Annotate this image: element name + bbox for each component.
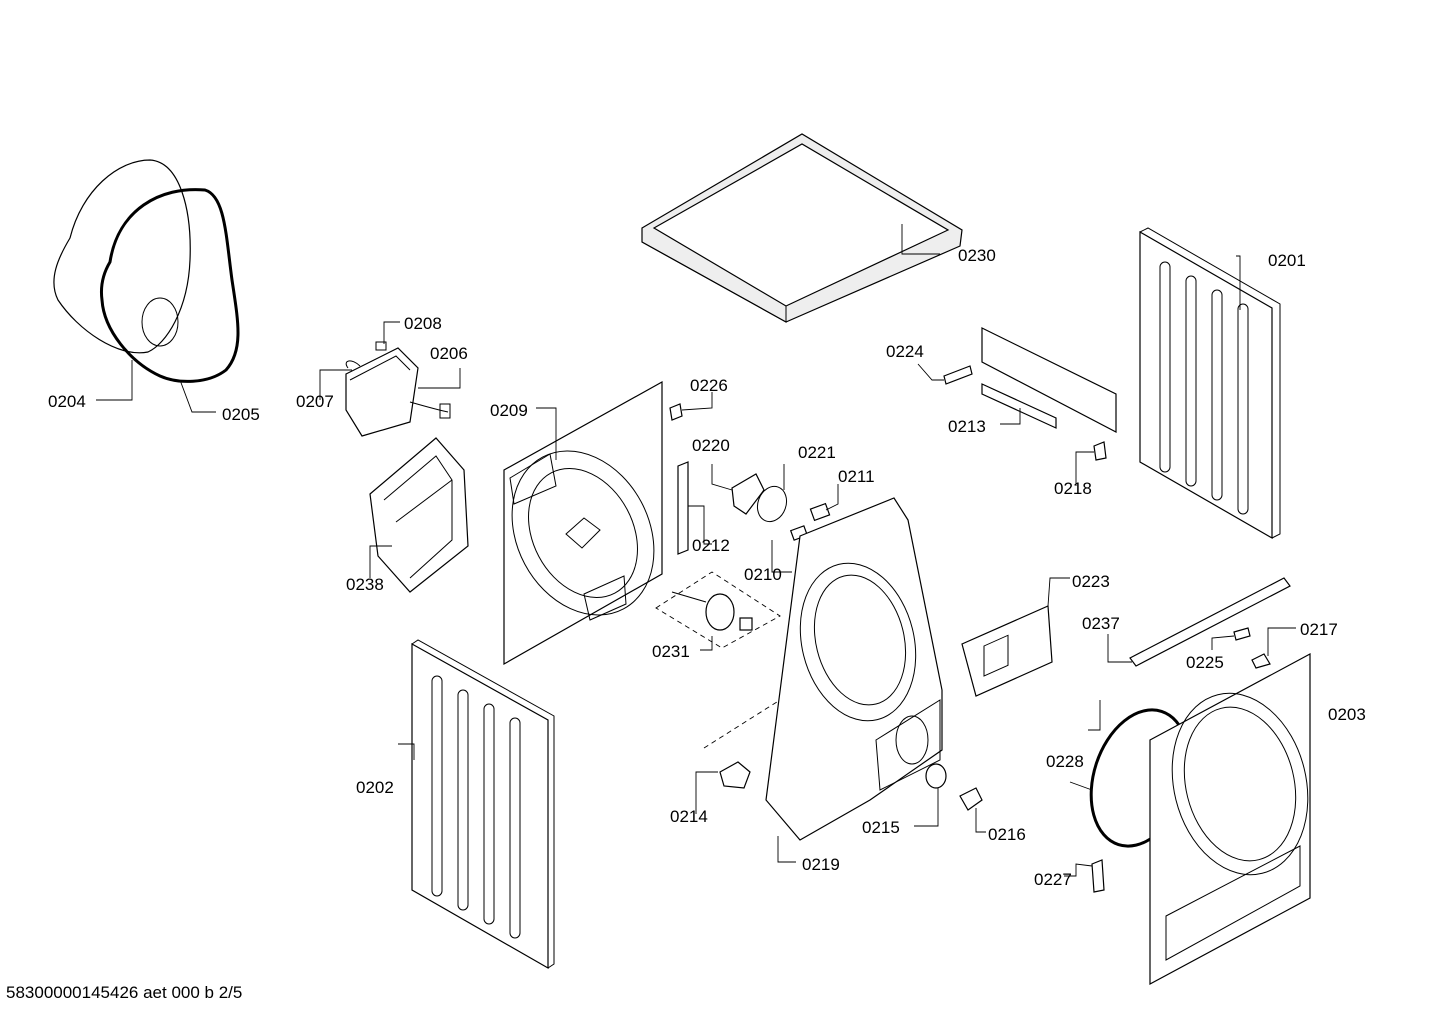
- part-seal: [100, 188, 240, 383]
- label-0217: 0217: [1300, 620, 1338, 639]
- label-0206: 0206: [430, 344, 468, 363]
- label-0210: 0210: [744, 565, 782, 584]
- label-0213: 0213: [948, 417, 986, 436]
- label-0238: 0238: [346, 575, 384, 594]
- label-0224: 0224: [886, 342, 924, 361]
- part-drum-bearing: [53, 159, 191, 354]
- label-0225: 0225: [1186, 653, 1224, 672]
- label-0201: 0201: [1268, 251, 1306, 270]
- label-0231: 0231: [652, 642, 690, 661]
- part-hinge-bracket: [719, 761, 751, 789]
- label-0214: 0214: [670, 807, 708, 826]
- part-air-duct: [369, 437, 469, 593]
- leader-lines: [96, 224, 1296, 877]
- part-rear-panel: [503, 380, 663, 666]
- label-0202: 0202: [356, 778, 394, 797]
- part-side-panel-left: [411, 639, 555, 970]
- label-0211: 0211: [838, 467, 875, 486]
- label-0205: 0205: [222, 405, 260, 424]
- part-filter: [961, 605, 1053, 697]
- part-front-frame: [703, 497, 943, 841]
- label-0207: 0207: [296, 392, 334, 411]
- label-0218: 0218: [1054, 479, 1092, 498]
- part-bracket-strip: [677, 461, 689, 555]
- label-0219: 0219: [802, 855, 840, 874]
- part-gasket: [756, 485, 788, 523]
- part-small-bracket: [1091, 859, 1105, 893]
- label-0215: 0215: [862, 818, 900, 837]
- part-control-panel: [943, 327, 1117, 461]
- document-footer-id: 58300000145426 aet 000 b 2/5: [6, 983, 242, 1002]
- part-small-clip: [1233, 627, 1251, 641]
- part-side-panel-right: [1139, 227, 1281, 540]
- label-0216: 0216: [988, 825, 1026, 844]
- label-0223: 0223: [1072, 572, 1110, 591]
- label-0230: 0230: [958, 246, 996, 265]
- label-0209: 0209: [490, 401, 528, 420]
- part-knob: [925, 763, 947, 789]
- callout-labels: 0201 0202 0203 0204 0205 0206 0207 0208 …: [48, 246, 1366, 889]
- label-0237: 0237: [1082, 614, 1120, 633]
- part-sensor: [809, 502, 831, 522]
- label-0203: 0203: [1328, 705, 1366, 724]
- part-front-panel: [1149, 652, 1311, 986]
- label-0226: 0226: [690, 376, 728, 395]
- label-0221: 0221: [798, 443, 836, 462]
- part-plug: [959, 787, 983, 811]
- label-0227: 0227: [1034, 870, 1072, 889]
- part-rail: [1129, 577, 1291, 667]
- part-clip: [669, 403, 683, 421]
- label-0220: 0220: [692, 436, 730, 455]
- label-0228: 0228: [1046, 752, 1084, 771]
- label-0204: 0204: [48, 392, 86, 411]
- label-0212: 0212: [692, 536, 730, 555]
- part-heater-cover: [731, 473, 765, 515]
- part-drive-assembly: [655, 571, 781, 649]
- part-control-module: [345, 341, 451, 437]
- label-0208: 0208: [404, 314, 442, 333]
- part-top-cover: [641, 133, 963, 323]
- part-latch: [1251, 653, 1271, 669]
